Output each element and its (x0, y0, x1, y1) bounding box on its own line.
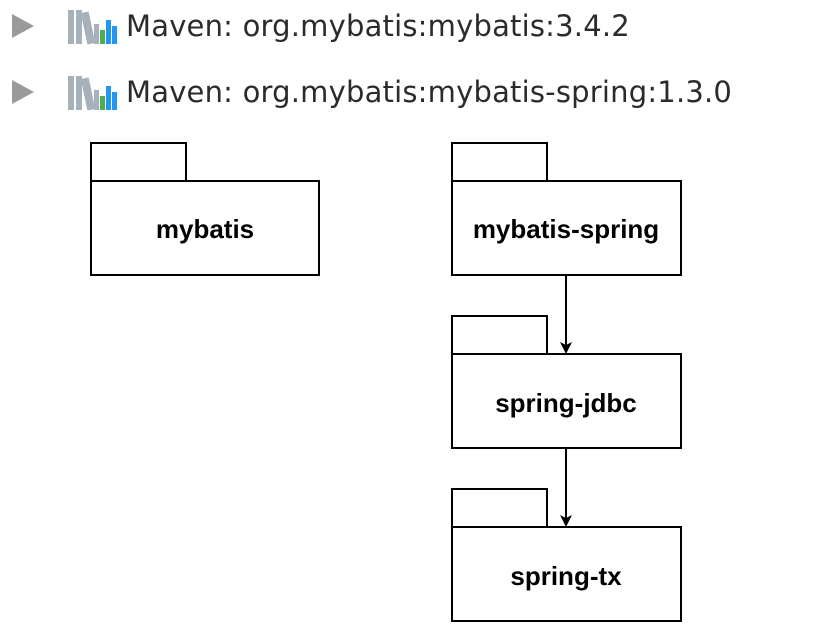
package-tab (451, 315, 548, 355)
package-spring-tx[interactable]: spring-tx (451, 488, 682, 622)
tree-row-label: Maven: org.mybatis:mybatis:3.4.2 (126, 9, 630, 43)
tree-row-mybatis-spring[interactable]: Maven: org.mybatis:mybatis-spring:1.3.0 (0, 70, 824, 114)
tree-row-mybatis[interactable]: Maven: org.mybatis:mybatis:3.4.2 (0, 4, 824, 48)
package-body (451, 526, 682, 622)
package-mybatis-spring[interactable]: mybatis-spring (451, 142, 682, 276)
package-label: mybatis-spring (473, 214, 659, 244)
package-spring-jdbc[interactable]: spring-jdbc (451, 315, 682, 449)
maven-library-icon (68, 10, 117, 45)
package-tab (451, 488, 548, 528)
package-label: spring-tx (510, 561, 622, 591)
package-label: spring-jdbc (495, 388, 637, 418)
package-label: mybatis (156, 214, 254, 244)
maven-library-icon (68, 76, 117, 111)
package-tab (90, 142, 187, 182)
package-body (90, 180, 320, 276)
expand-arrow-icon[interactable] (12, 14, 34, 38)
tree-row-label: Maven: org.mybatis:mybatis-spring:1.3.0 (126, 75, 733, 109)
expand-arrow-icon[interactable] (12, 80, 34, 104)
package-tab (451, 142, 548, 182)
package-mybatis[interactable]: mybatis (90, 142, 320, 276)
package-body (451, 353, 682, 449)
package-body (451, 180, 682, 276)
